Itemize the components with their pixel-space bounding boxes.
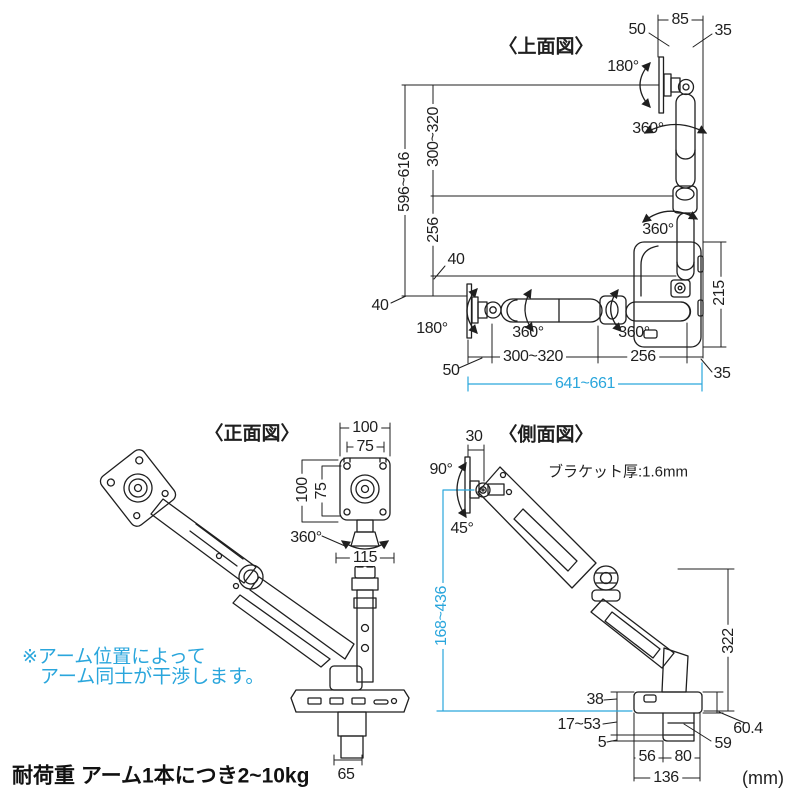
front-view-drawing (99, 449, 410, 759)
dim-swivel-180-top: 180° (607, 58, 639, 75)
dim-rotate-360-arm-b: 360° (618, 324, 650, 341)
dim-bottom-35: 35 (713, 365, 731, 382)
dim-clamp-56: 56 (635, 749, 659, 765)
dim-arm-322: 322 (720, 625, 737, 657)
dim-clamp-60-4: 60.4 (733, 720, 763, 737)
dim-plate-30: 30 (465, 428, 483, 445)
dim-offset-40-a: 40 (447, 251, 465, 268)
side-view-title: 〈側面図〉 (498, 424, 594, 446)
dim-base-136: 136 (650, 770, 682, 786)
dim-tilt-90: 90° (429, 461, 453, 478)
dim-pad-5: 5 (597, 734, 607, 751)
dim-jaw-59: 59 (714, 735, 732, 752)
dim-arm2-bottom: 256 (627, 349, 659, 365)
unit-note: (mm) (742, 768, 784, 788)
dim-rotate-360-head: 360° (290, 529, 322, 546)
dim-offset-40-b: 40 (371, 297, 389, 314)
front-view-title: 〈正面図〉 (204, 423, 300, 445)
dim-vesa-75-w: 75 (353, 439, 377, 455)
load-capacity-note: 耐荷重 アーム1本につき2~10kg (12, 764, 310, 788)
dim-arm2-side: 256 (425, 214, 442, 246)
top-view-drawing (466, 56, 704, 348)
dim-arm1-bottom: 300~320 (500, 349, 566, 365)
interference-note-line2: アーム同士が干渉します。 (40, 666, 265, 688)
dim-height-168-436: 168~436 (433, 583, 450, 649)
dim-vesa-100-w: 100 (349, 420, 381, 436)
dim-head-115: 115 (349, 550, 381, 566)
dim-base-215: 215 (711, 277, 728, 309)
dim-pole-65: 65 (337, 766, 355, 783)
dim-reach-596-616: 596~616 (396, 149, 413, 215)
dim-top-35: 35 (714, 22, 732, 39)
top-view-rotation-arcs (466, 62, 708, 334)
dim-arm1-side: 300~320 (425, 104, 442, 170)
dim-clamp-38: 38 (586, 691, 604, 708)
dim-rotate-360-arm-a: 360° (512, 324, 544, 341)
dim-swivel-180-left: 180° (416, 320, 448, 337)
dim-rotate-360-mid: 360° (642, 221, 674, 238)
dim-rotate-360-upper: 360° (632, 120, 664, 137)
dim-desk-17-53: 17~53 (557, 716, 601, 733)
side-view-dimensions (467, 444, 746, 782)
side-view-drawing (464, 456, 703, 742)
dim-reach-641-661: 641~661 (552, 376, 618, 392)
dim-top-50: 50 (628, 21, 646, 38)
interference-note-line1: ※アーム位置によって (22, 646, 206, 668)
dim-vesa-75-h: 75 (313, 479, 330, 503)
dim-bottom-50: 50 (442, 362, 460, 379)
dim-clamp-80: 80 (671, 749, 695, 765)
dim-vesa-100-h: 100 (294, 474, 311, 506)
side-view-tilt-arc (456, 461, 467, 519)
dim-tilt-45: 45° (450, 520, 474, 537)
front-view-rotation-arc (340, 540, 390, 550)
top-view-title: 〈上面図〉 (498, 36, 594, 58)
front-view-dimensions (301, 422, 395, 766)
dim-top-85: 85 (668, 12, 692, 28)
bracket-thickness-note: ブラケット厚:1.6mm (548, 463, 689, 481)
